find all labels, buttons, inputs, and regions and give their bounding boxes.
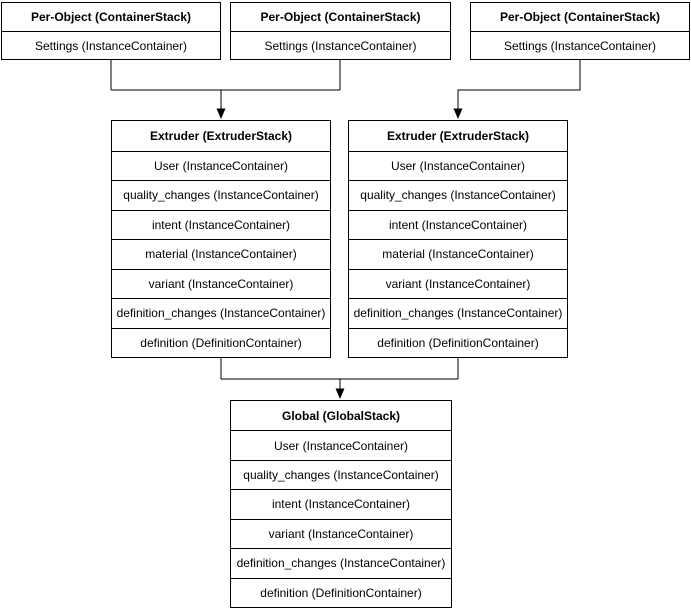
container-row: intent (InstanceContainer) [231,489,451,518]
container-row: intent (InstanceContainer) [112,209,330,240]
box-title: Per-Object (ContainerStack) [260,10,421,24]
connector-per-object-3-to-extruder-2 [457,60,581,110]
arrowhead-global [335,388,345,399]
container-row: variant (InstanceContainer) [349,268,567,299]
container-row: User (InstanceContainer) [231,430,451,459]
connector-per-object-12-to-extruder-1 [110,60,341,110]
box-title: Extruder (ExtruderStack) [149,128,293,143]
container-row: definition (DefinitionContainer) [112,327,330,358]
container-row: material (InstanceContainer) [112,239,330,269]
container-row: definition_changes (InstanceContainer) [112,298,330,328]
box-extruder-stack-2: Extruder (ExtruderStack) User (InstanceC… [348,120,568,358]
container-row: quality_changes (InstanceContainer) [231,459,451,489]
container-row: variant (InstanceContainer) [231,518,451,548]
container-row: Settings (InstanceContainer) [231,31,450,59]
arrowhead-extruder-1 [216,108,226,119]
box-per-object-stack-2: Per-Object (ContainerStack) Settings (In… [230,2,451,60]
container-row: quality_changes (InstanceContainer) [349,180,567,210]
box-title: Per-Object (ContainerStack) [30,10,192,24]
container-row: User (InstanceContainer) [112,150,330,181]
arrowhead-extruder-2 [453,108,463,119]
container-row: intent (InstanceContainer) [349,209,567,240]
box-title: Extruder (ExtruderStack) [386,128,530,143]
box-per-object-stack-1: Per-Object (ContainerStack) Settings (In… [1,2,221,60]
box-extruder-stack-1: Extruder (ExtruderStack) User (InstanceC… [111,120,331,358]
container-row: definition (DefinitionContainer) [349,327,567,358]
box-per-object-stack-3: Per-Object (ContainerStack) Settings (In… [470,2,690,60]
container-row: User (InstanceContainer) [349,150,567,181]
container-row: Settings (InstanceContainer) [2,31,220,59]
box-global-stack: Global (GlobalStack) User (InstanceConta… [230,400,452,608]
container-row: variant (InstanceContainer) [112,268,330,299]
container-row: material (InstanceContainer) [349,239,567,269]
box-title: Global (GlobalStack) [281,408,401,423]
container-row: Settings (InstanceContainer) [471,31,689,59]
container-row: definition_changes (InstanceContainer) [231,548,451,577]
box-title: Per-Object (ContainerStack) [499,10,661,24]
container-row: quality_changes (InstanceContainer) [112,180,330,210]
connector-extruders-to-global [220,358,459,390]
container-row: definition (DefinitionContainer) [231,577,451,607]
container-row: definition_changes (InstanceContainer) [349,298,567,328]
